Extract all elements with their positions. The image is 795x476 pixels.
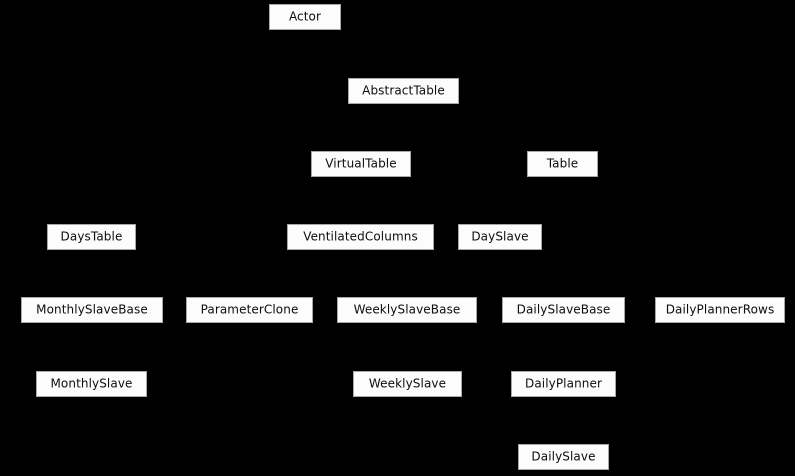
inheritance-arrowhead-dailyslave — [558, 436, 569, 446]
inheritance-arrowhead-daystable — [86, 216, 97, 226]
inheritance-edge-ventilatedcolumns-to-weeklyslavebase — [360, 250, 408, 297]
class-node-dailyplanner[interactable]: DailyPlanner — [511, 371, 616, 397]
inheritance-arrowhead-monthlyslave — [86, 363, 97, 373]
class-node-dailyslavebase[interactable]: DailySlaveBase — [502, 297, 625, 323]
inheritance-edge-virtualtable-to-ventilatedcolumns — [360, 177, 362, 224]
class-node-dailyslave[interactable]: DailySlave — [518, 444, 609, 470]
class-node-dayslave[interactable]: DaySlave — [458, 224, 542, 250]
class-node-abstracttable[interactable]: AbstractTable — [348, 78, 459, 104]
inheritance-arrowhead-abstracttable — [398, 70, 409, 80]
inheritance-edge-table-to-dayslave — [499, 177, 563, 224]
class-node-label: DaySlave — [471, 229, 529, 244]
class-node-virtualtable[interactable]: VirtualTable — [311, 151, 411, 177]
inheritance-arrowhead-parameterclone — [244, 289, 255, 299]
class-node-label: DailyPlannerRows — [665, 302, 775, 317]
inheritance-arrowhead-dailyslavebase — [558, 289, 569, 299]
inheritance-edge-daystable-to-monthlyslavebase — [91, 250, 93, 297]
class-node-weeklyslavebase[interactable]: WeeklySlaveBase — [337, 297, 477, 323]
class-node-dailyplannerrows[interactable]: DailyPlannerRows — [655, 297, 785, 323]
class-node-label: ParameterClone — [200, 302, 299, 317]
inheritance-edge-dayslave-to-dailyplannerrows — [499, 250, 721, 297]
inheritance-edge-dayslave-to-dailyslavebase — [499, 250, 564, 297]
class-node-monthlyslave[interactable]: MonthlySlave — [36, 371, 147, 397]
inheritance-arrowhead-table — [557, 143, 568, 153]
class-node-daystable[interactable]: DaysTable — [47, 224, 136, 250]
class-node-label: WeeklySlave — [368, 376, 447, 391]
inheritance-arrowhead-monthlyslavebase — [87, 289, 97, 299]
inheritance-edge-monthlyslavebase-to-monthlyslave — [91, 323, 93, 371]
class-node-label: MonthlySlaveBase — [36, 302, 148, 317]
inheritance-arrowhead-dailyplannerrows — [715, 289, 725, 299]
class-node-parameterclone[interactable]: ParameterClone — [186, 297, 313, 323]
class-node-label: DailySlave — [531, 449, 596, 464]
class-node-label: WeeklySlaveBase — [353, 302, 461, 317]
class-node-label: Table — [546, 156, 579, 171]
inheritance-edge-virtualtable-to-daystable — [91, 177, 362, 224]
inheritance-arrowhead-dailyplanner — [558, 363, 569, 373]
class-node-table[interactable]: Table — [527, 151, 598, 177]
inheritance-edge-actor-to-abstracttable — [304, 30, 404, 78]
class-node-label: AbstractTable — [362, 83, 445, 98]
inheritance-edge-ventilatedcolumns-to-parameterclone — [249, 250, 361, 297]
class-node-label: VentilatedColumns — [303, 229, 418, 244]
inheritance-edge-abstracttable-to-virtualtable — [360, 104, 404, 151]
class-node-ventilatedcolumns[interactable]: VentilatedColumns — [287, 224, 434, 250]
class-node-label: DaysTable — [60, 229, 123, 244]
inheritance-arrowhead-dayslave — [495, 216, 505, 226]
class-node-label: Actor — [288, 9, 322, 24]
class-node-label: MonthlySlave — [50, 376, 133, 391]
inheritance-edge-weeklyslavebase-to-weeklyslave — [406, 323, 408, 371]
inheritance-arrowhead-weeklyslave — [402, 363, 413, 373]
inheritance-edge-abstracttable-to-table — [403, 104, 563, 151]
class-node-label: VirtualTable — [325, 156, 397, 171]
inheritance-arrowhead-weeklyslavebase — [402, 289, 412, 299]
class-node-monthlyslavebase[interactable]: MonthlySlaveBase — [21, 297, 163, 323]
class-node-weeklyslave[interactable]: WeeklySlave — [353, 371, 462, 397]
inheritance-arrowhead-ventilatedcolumns — [355, 216, 366, 226]
class-node-label: DailyPlanner — [524, 376, 602, 391]
class-node-label: DailySlaveBase — [516, 302, 611, 317]
class-node-actor[interactable]: Actor — [269, 4, 341, 30]
inheritance-arrowhead-virtualtable — [356, 143, 366, 153]
